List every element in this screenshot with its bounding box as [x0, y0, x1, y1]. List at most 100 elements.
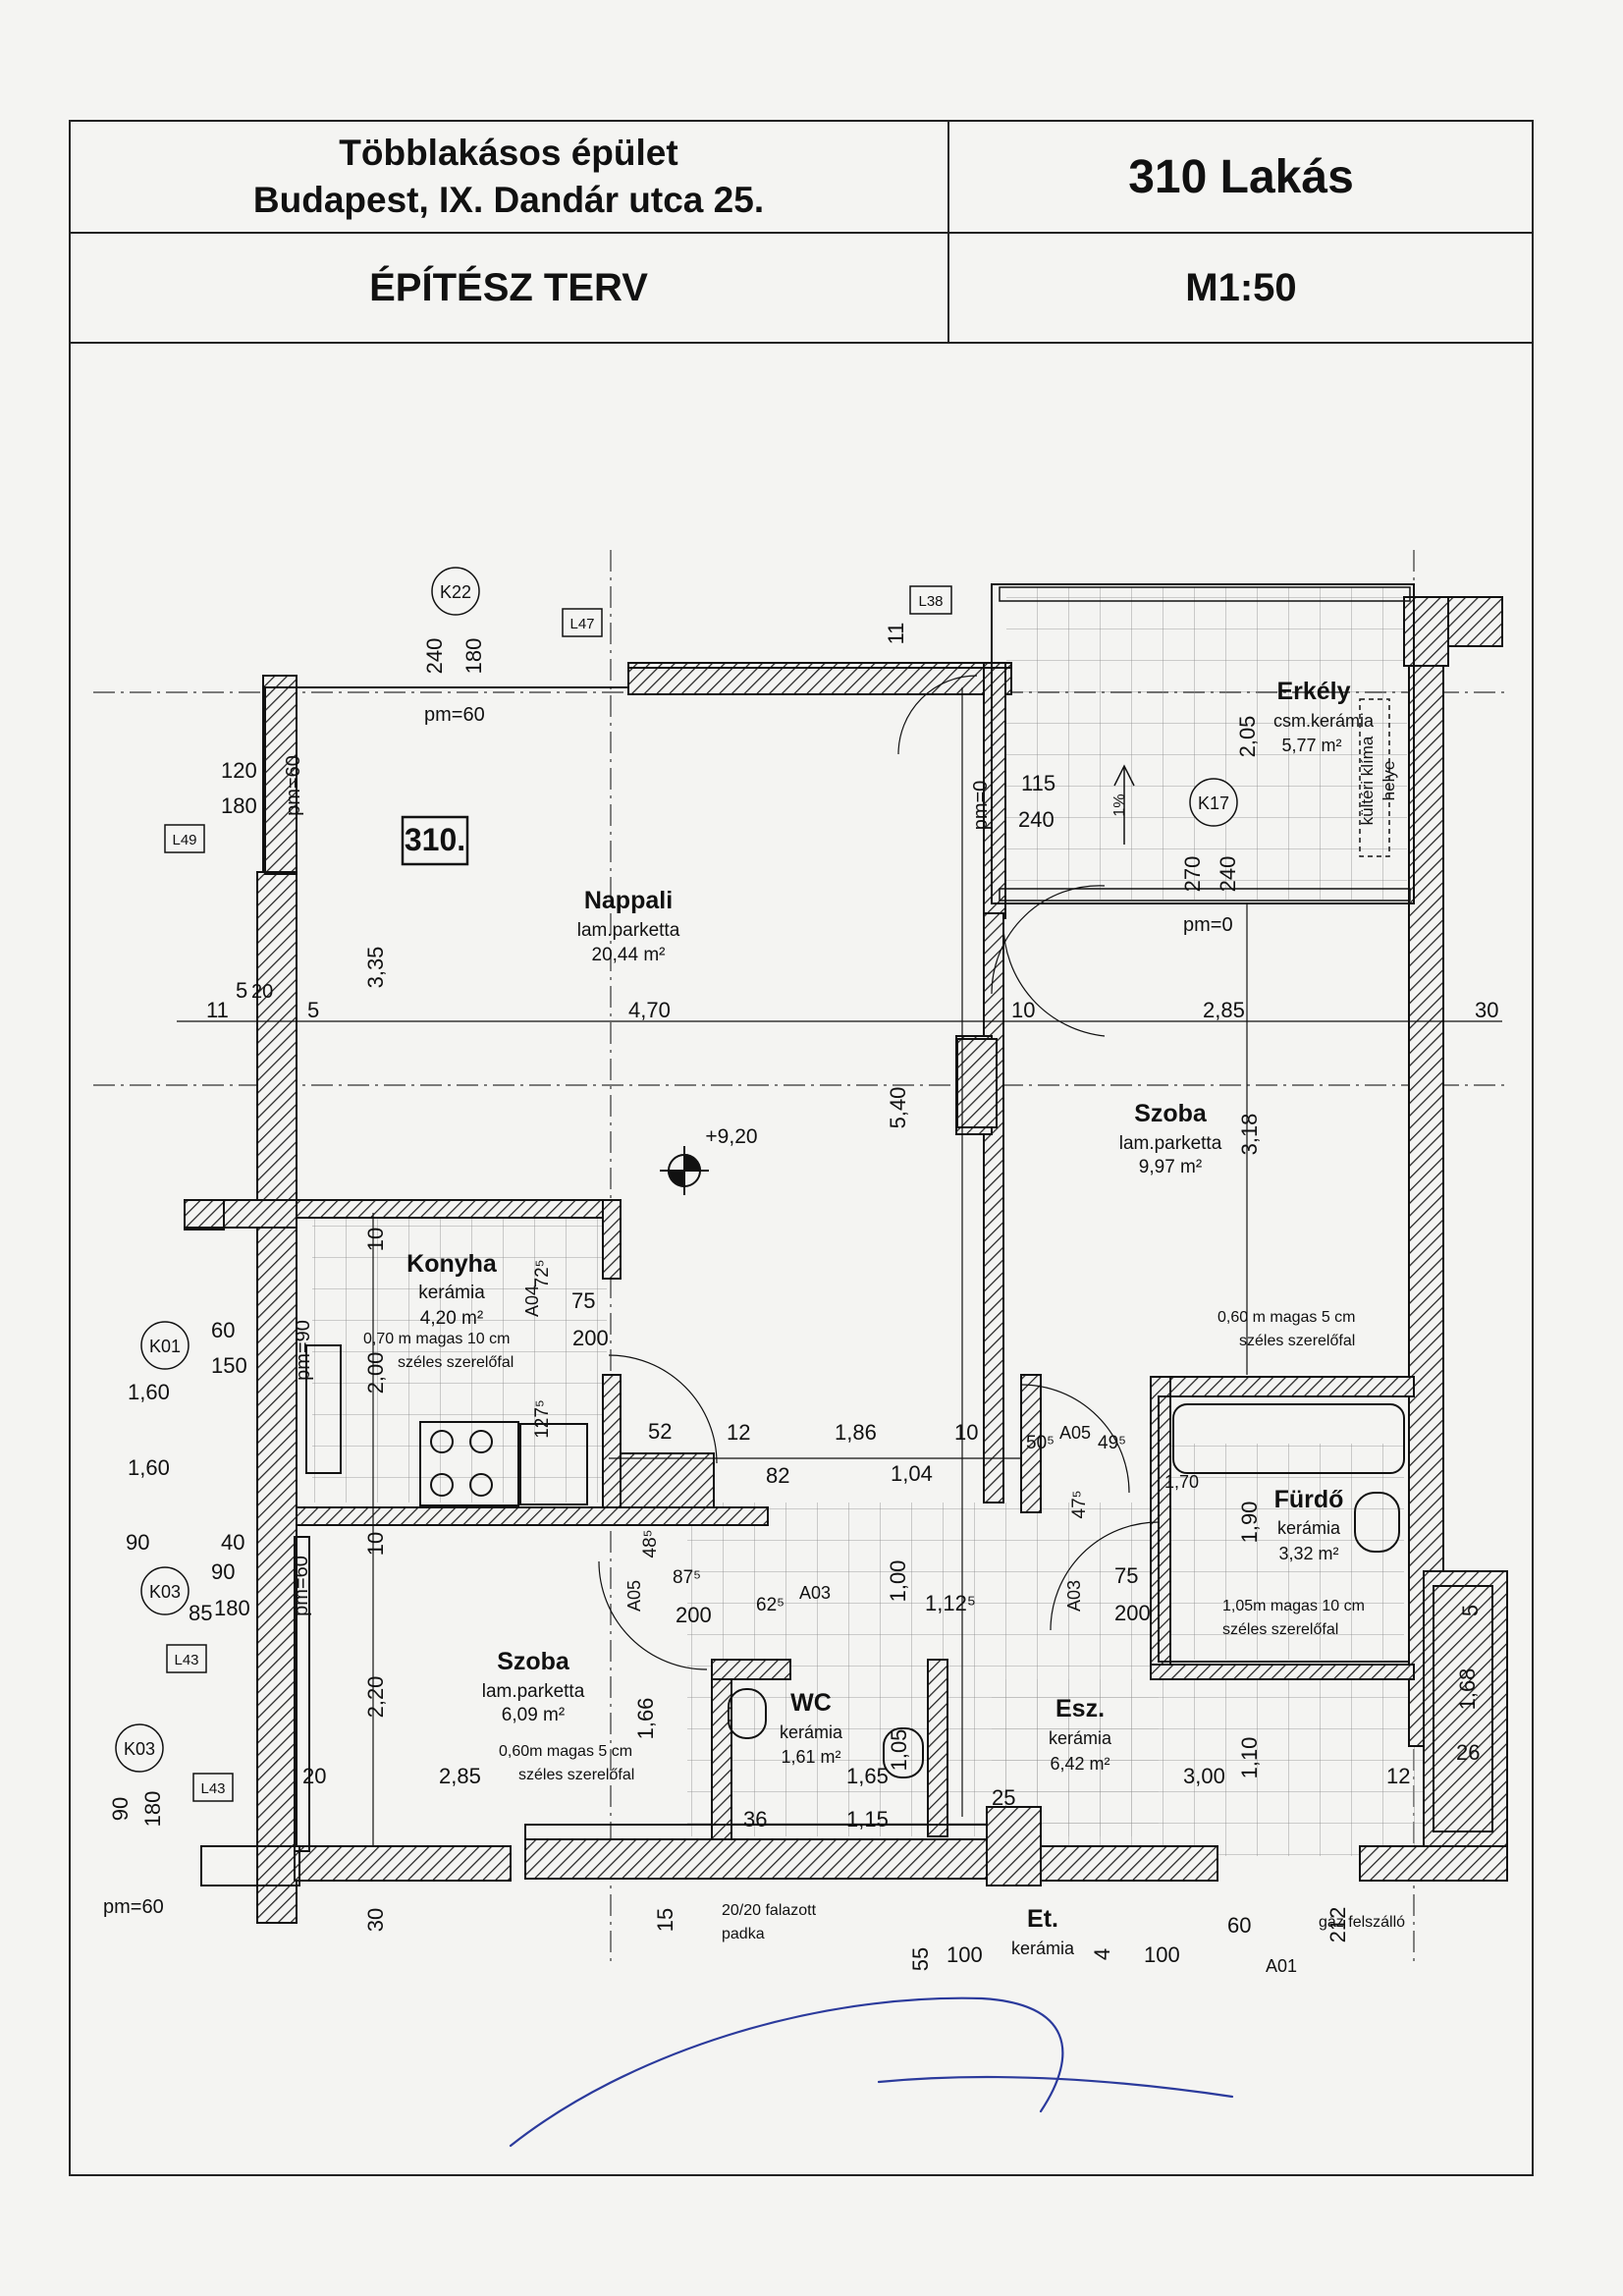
room-floor-erkely: csm.kerámia	[1273, 711, 1375, 731]
note-szerelofal-a2: széles szerelőfal	[398, 1354, 514, 1371]
n100b: 100	[1144, 1942, 1180, 1967]
n475: 47⁵	[1069, 1490, 1090, 1518]
n200c: 200	[1114, 1601, 1151, 1625]
tag-k22	[431, 567, 480, 616]
n240a: 240	[422, 638, 447, 675]
dim-160b: 1,60	[128, 1455, 170, 1480]
tag-labels-vertical: A04 A05 A03	[522, 1285, 1084, 1612]
room-area-esz: 6,42 m²	[1050, 1754, 1109, 1774]
n20a: 20	[302, 1764, 326, 1788]
n12b: 12	[1386, 1764, 1410, 1788]
n36: 36	[743, 1807, 767, 1831]
n725: 72⁵	[532, 1259, 553, 1287]
note-szerelofal-d1: 0,60m magas 5 cm	[499, 1743, 632, 1760]
room-area-erkely: 5,77 m²	[1281, 736, 1341, 755]
room-floor-szoba2: lam.parketta	[482, 1681, 585, 1702]
n200b: 200	[676, 1603, 712, 1627]
note-pm60-a: pm=60	[424, 704, 485, 726]
n180-k03: 180	[140, 1791, 165, 1828]
title-block-vertical	[947, 120, 949, 342]
n30a: 30	[1475, 998, 1498, 1022]
room-labels: Nappali lam.parketta 20,44 m² Szoba lam.…	[406, 678, 1375, 1958]
n10-kitchen: 10	[363, 1228, 388, 1251]
dim-190: 1,90	[1237, 1502, 1262, 1544]
note-szerelofal-b1: 0,60 m magas 5 cm	[1217, 1309, 1356, 1326]
note-helye: helye	[1380, 761, 1398, 801]
n150: 150	[211, 1353, 247, 1378]
tag-l43b-label: L43	[200, 1780, 225, 1797]
room-area-nappali: 20,44 m²	[592, 945, 666, 965]
dim-200: 2,00	[363, 1352, 388, 1394]
n5b: 5	[307, 998, 319, 1022]
dim-170: 1,70	[1164, 1472, 1199, 1492]
n26: 26	[1456, 1740, 1480, 1765]
tag-k22-label: K22	[440, 582, 471, 602]
n10a: 10	[1011, 998, 1035, 1022]
tag-a03a-label: A03	[799, 1583, 831, 1603]
n875: 87⁵	[673, 1567, 701, 1588]
tag-l38	[909, 585, 952, 615]
n52: 52	[648, 1419, 672, 1444]
n505: 50⁵	[1026, 1433, 1055, 1453]
apartment-tag-box	[401, 815, 469, 866]
tag-a03b-label: A03	[1064, 1580, 1084, 1612]
tag-l43a	[166, 1644, 207, 1673]
n100a: 100	[947, 1942, 983, 1967]
dimension-lines	[177, 687, 1502, 1846]
n200a: 200	[572, 1326, 609, 1350]
apartment-tag: 310.	[405, 822, 465, 857]
dim-285b: 2,85	[439, 1764, 481, 1788]
tag-k03a-label: K03	[149, 1582, 181, 1602]
n120: 120	[221, 758, 257, 783]
n212: 212	[1325, 1907, 1350, 1943]
n90a: 90	[126, 1530, 149, 1555]
dim-300: 3,00	[1183, 1764, 1225, 1788]
n82: 82	[766, 1463, 789, 1488]
n4: 4	[1090, 1948, 1114, 1960]
tag-k03b	[115, 1723, 164, 1773]
room-name-szoba2: Szoba	[497, 1648, 570, 1675]
room-name-et: Et.	[1027, 1905, 1058, 1933]
n10b: 10	[954, 1420, 978, 1445]
dim-100: 1,00	[886, 1560, 910, 1603]
walls-outline	[184, 583, 1493, 1886]
n495: 49⁵	[1098, 1433, 1126, 1453]
note-pm90: pm=90	[293, 1320, 314, 1381]
note-slope: 1%	[1111, 793, 1128, 816]
room-area-wc: 1,61 m²	[781, 1747, 840, 1767]
room-name-konyha: Konyha	[406, 1250, 498, 1278]
n75a: 75	[571, 1288, 595, 1313]
n625: 62⁵	[756, 1595, 784, 1615]
dim-166: 1,66	[633, 1698, 658, 1740]
n270: 270	[1180, 856, 1205, 893]
n20b: 20	[251, 981, 273, 1003]
room-floor-szoba1: lam.parketta	[1119, 1133, 1222, 1154]
n40: 40	[221, 1530, 244, 1555]
room-floor-konyha: kerámia	[418, 1283, 485, 1303]
room-floor-wc: kerámia	[780, 1722, 843, 1742]
room-area-szoba1: 9,97 m²	[1139, 1157, 1202, 1177]
note-falazott-1: 20/20 falazott	[722, 1902, 817, 1919]
note-szerelofal-c1: 1,05m magas 10 cm	[1222, 1598, 1365, 1614]
n180a: 180	[221, 793, 257, 818]
level-mark	[660, 1146, 709, 1195]
tag-a04-label: A04	[522, 1285, 542, 1317]
tag-l47	[562, 608, 603, 637]
tag-k03a	[140, 1566, 189, 1615]
tag-l43a-label: L43	[174, 1652, 198, 1668]
n180b: 180	[214, 1596, 250, 1620]
room-floor-furdo: kerámia	[1277, 1518, 1341, 1538]
room-floor-et: kerámia	[1011, 1939, 1075, 1958]
balcony-railing	[999, 586, 1411, 902]
n240c: 240	[1018, 807, 1055, 832]
n5a: 5	[236, 978, 247, 1003]
tag-l38-label: L38	[918, 593, 943, 610]
tag-a01-label: A01	[1266, 1956, 1297, 1976]
note-pm0-b: pm=0	[1183, 914, 1233, 936]
n12a: 12	[727, 1420, 750, 1445]
walls-hatched	[184, 596, 1508, 1924]
n60-bottom: 60	[1227, 1913, 1251, 1938]
tag-k01-label: K01	[149, 1337, 181, 1356]
dim-112: 1,12⁵	[925, 1591, 976, 1615]
